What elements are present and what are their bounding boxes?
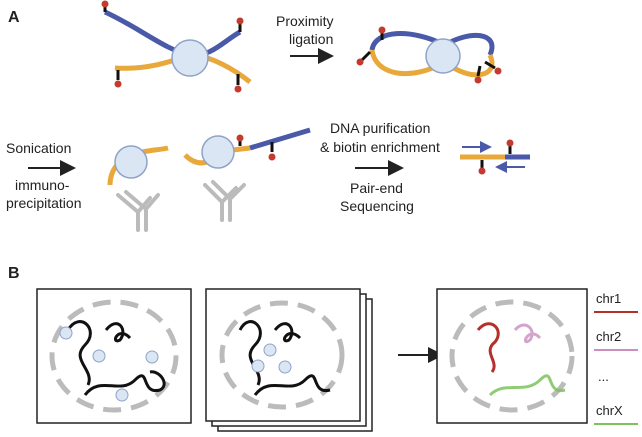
- biotin-icon: [478, 167, 486, 175]
- panel-label-b: B: [8, 265, 20, 282]
- biotin-icon: [506, 139, 514, 147]
- bead-icon: [201, 135, 235, 169]
- step-purification-line2: & biotin enrichment: [320, 139, 440, 155]
- step-ip-line1: immuno-: [15, 177, 70, 193]
- biotin-icon: [101, 0, 109, 8]
- legend-label-chr1: chr1: [596, 291, 621, 306]
- biotin-icon: [236, 134, 244, 142]
- step-proximity-line2: ligation: [289, 31, 333, 47]
- chimeric-read: [460, 139, 530, 175]
- biotin-icon: [378, 26, 386, 34]
- step-sequencing-line1: Pair-end: [350, 180, 403, 196]
- step-proximity-line1: Proximity: [276, 13, 334, 29]
- step-purification-line1: DNA purification: [330, 120, 430, 136]
- biotin-icon: [268, 153, 276, 161]
- biotin-icon: [474, 76, 482, 84]
- nucleus-result: [436, 288, 588, 424]
- bead-icon: [425, 38, 461, 74]
- ip-complex-1: [107, 145, 169, 232]
- ligated-complex: [356, 26, 502, 84]
- nucleus-cell-1: [36, 288, 192, 424]
- biotin-icon: [114, 80, 122, 88]
- biotin-icon: [236, 17, 244, 25]
- biotin-icon: [356, 58, 364, 66]
- step-sonication: Sonication: [6, 140, 71, 156]
- bead-icon: [114, 145, 148, 179]
- step-ip-line2: precipitation: [6, 195, 82, 211]
- legend-ellipsis: ...: [598, 369, 609, 384]
- legend-label-chr2: chr2: [596, 329, 621, 344]
- step-sequencing-line2: Sequencing: [340, 198, 414, 214]
- ip-complex-2: [183, 127, 311, 222]
- unligated-complex: [101, 0, 252, 93]
- antibody-icon: [203, 180, 246, 222]
- biotin-icon: [234, 85, 242, 93]
- biotin-icon: [494, 67, 502, 75]
- antibody-icon: [116, 190, 160, 232]
- panel-label-a: A: [8, 9, 20, 26]
- bead-icon: [171, 39, 209, 77]
- legend-label-chrx: chrX: [596, 403, 623, 418]
- chromosome-legend: chr1 chr2 ... chrX: [594, 291, 638, 425]
- nucleus-cell-stack: [205, 288, 373, 432]
